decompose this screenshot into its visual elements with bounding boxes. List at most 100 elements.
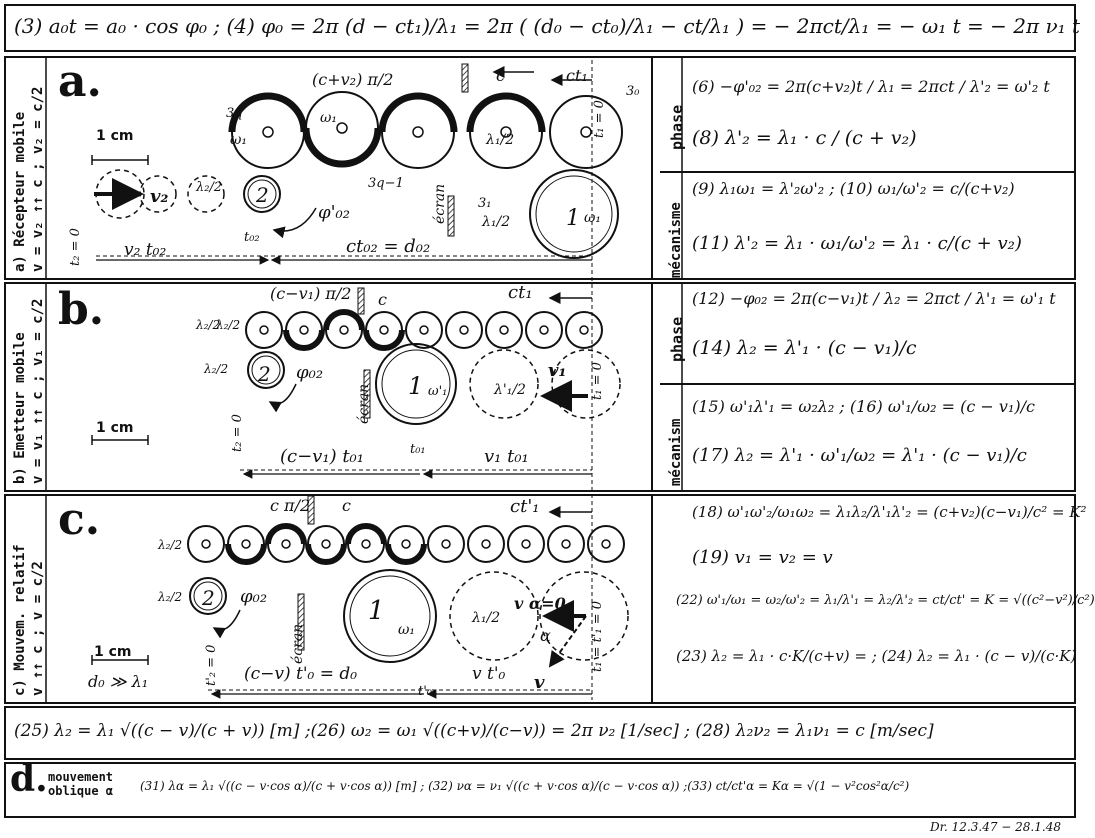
- a-w1-mid: ω₁: [320, 110, 338, 126]
- panel-c-letter: c.: [58, 494, 101, 545]
- header-equation-box: [4, 4, 1076, 52]
- c-v-oblique: [548, 615, 587, 668]
- c-wheel2: 2: [202, 586, 215, 610]
- b-belt-1: [283, 329, 325, 351]
- c-half-l1: λ₁/2: [472, 610, 501, 626]
- eq-12: (12) −φ₀₂ = 2π(c−v₁)t / λ₂ = 2πct / λ'₁ …: [692, 289, 1056, 308]
- b-top-speed: (c−v₁) π/2: [270, 284, 352, 303]
- b-wheel1: 1: [408, 372, 424, 400]
- c-wheel-2: [189, 577, 227, 615]
- a-v2to2: v₂ t₀₂: [124, 240, 167, 260]
- panel-b-letter: b.: [58, 284, 105, 335]
- eq-19: (19) v₁ = v₂ = v: [692, 547, 833, 568]
- signature-date: Dr. 12.3.47 − 28.1.48: [930, 820, 1061, 834]
- b-half-l1: λ'₁/2: [494, 382, 526, 398]
- b-dashed-1: [469, 349, 539, 419]
- eq-14: (14) λ₂ = λ'₁ · (c − v₁)/c: [692, 337, 917, 359]
- panel-b: [4, 282, 1076, 492]
- c-belt-1: [225, 543, 267, 565]
- c-wheel1: 1: [368, 596, 385, 626]
- b-half-l2a: λ₂/2: [196, 318, 221, 332]
- b-half-l2b: λ₂/2: [216, 318, 241, 332]
- b-ecran-2: [363, 369, 371, 419]
- b-wheel2: 2: [258, 362, 271, 386]
- b-v1: v₁: [548, 360, 567, 381]
- c-phi-arc: [212, 609, 241, 639]
- eq-23: (23) λ₂ = λ₁ · c·K/(c+v) = ; (24) λ₂ = λ…: [676, 647, 1077, 665]
- a-3o: 3₀: [626, 84, 640, 99]
- c-phi: φ₀₂: [240, 586, 268, 607]
- b-to1: t₀₁: [410, 442, 426, 457]
- b-belt-2: [323, 309, 365, 331]
- b-to1a: (c−v₁) t₀₁: [280, 446, 364, 467]
- c-v: v: [534, 672, 545, 693]
- eq-9: (9) λ₁ω₁ = λ'₂ω'₂ ; (10) ω₁/ω'₂ = c/(c+v…: [692, 179, 1015, 198]
- a-dashed-3: [187, 175, 225, 213]
- a-half-l1-top: λ₁/2: [486, 132, 515, 148]
- a-belt-1: [228, 92, 308, 133]
- a-cto2: ct₀₂ = d₀₂: [346, 236, 431, 257]
- panel-a-scale: 1 cm: [96, 128, 134, 144]
- b-phi: φ₀₂: [296, 362, 324, 383]
- c-belt-2: [265, 523, 307, 545]
- b-c-label: c: [378, 290, 387, 309]
- c-half-l2b: λ₂/2: [158, 590, 183, 604]
- c-w1: ω₁: [398, 622, 416, 638]
- a-gear-30: [549, 95, 623, 169]
- a-wheel1: 1: [566, 206, 580, 231]
- a-phi-arc: [272, 207, 317, 239]
- eq-6: (6) −φ'₀₂ = 2π(c+v₂)t / λ₁ = 2πct / λ'₂ …: [692, 77, 1050, 96]
- header-equation: (3) a₀t = a₀ · cos φ₀ ; (4) φ₀ = 2π (d −…: [14, 14, 1081, 38]
- a-half-l1-bot: λ₁/2: [482, 214, 511, 230]
- b-dashed-2: [551, 349, 621, 419]
- a-belt-4: [466, 92, 546, 133]
- a-3q1: 3q−1: [368, 176, 404, 191]
- row-d-box: [4, 762, 1076, 818]
- eq-8: (8) λ'₂ = λ₁ · c / (c + v₂): [692, 127, 917, 149]
- row-25-box: [4, 706, 1076, 760]
- a-half-l2: λ₂/2: [196, 180, 223, 195]
- b-belt-3: [363, 329, 405, 351]
- row-d-letter: d.: [10, 758, 48, 800]
- a-v2: v₂: [150, 186, 169, 207]
- b-w1: ω'₁: [428, 384, 448, 399]
- a-belt-3: [378, 92, 458, 133]
- c-cvto: (c−v) t'₀ = d₀: [244, 664, 358, 684]
- b-wheel-1: [375, 343, 457, 425]
- c-vto: v t'₀: [472, 664, 506, 684]
- a-belt-2: [302, 127, 382, 168]
- b-ct1-label: ct₁: [508, 282, 533, 303]
- a-top-speed: (c+v₂) π/2: [312, 70, 394, 89]
- eq-15: (15) ω'₁λ'₁ = ω₂λ₂ ; (16) ω'₁/ω₂ = (c − …: [692, 397, 1035, 416]
- eq-22: (22) ω'₁/ω₁ = ω₂/ω'₂ = λ₁/λ'₁ = λ₂/λ'₂ =…: [676, 593, 1095, 608]
- c-alpha: α: [540, 626, 551, 645]
- eq-25-26-28: (25) λ₂ = λ₁ √((c − v)/(c + v)) [m] ;(26…: [14, 721, 934, 741]
- row-d-label: mouvement oblique α: [48, 770, 114, 799]
- eq-11: (11) λ'₂ = λ₁ · ω₁/ω'₂ = λ₁ · c/(c + v₂): [692, 233, 1022, 254]
- panel-c-gears: [91, 495, 629, 699]
- panel-c-condition: d₀ ≫ λ₁: [88, 672, 149, 691]
- a-ecran: [461, 63, 469, 93]
- a-ecran-2: [447, 195, 455, 237]
- a-wheel-1: [529, 169, 619, 259]
- b-ecran: [357, 287, 365, 315]
- panel-b-gears: [91, 287, 621, 479]
- c-half-l2a: λ₂/2: [158, 538, 183, 552]
- eq-17: (17) λ₂ = λ'₁ · ω'₁/ω₂ = λ'₁ · (c − v₁)/…: [692, 445, 1027, 466]
- a-dashed-2: [139, 175, 177, 213]
- a-phi: φ'₀₂: [318, 202, 350, 223]
- eq-31-32-33: (31) λα = λ₁ √((c − v·cos α)/(c + v·cos …: [140, 779, 910, 793]
- c-wheel-1: [343, 569, 437, 663]
- b-v1to1: v₁ t₀₁: [484, 446, 529, 467]
- c-ct1-label: ct'₁: [510, 496, 540, 517]
- b-wheel-2: [247, 351, 285, 389]
- eq-18: (18) ω'₁ω'₂/ω₁ω₂ = λ₁λ₂/λ'₁λ'₂ = (c+v₂)(…: [692, 503, 1087, 521]
- b-half-l2c: λ₂/2: [204, 362, 229, 376]
- panel-a-gears: [91, 63, 623, 265]
- a-31: 3₁: [478, 196, 492, 211]
- c-ecran: [307, 495, 315, 525]
- a-wheel-2: [243, 175, 281, 213]
- panel-c-scale: 1 cm: [94, 644, 132, 660]
- panel-b-scale: 1 cm: [96, 420, 134, 436]
